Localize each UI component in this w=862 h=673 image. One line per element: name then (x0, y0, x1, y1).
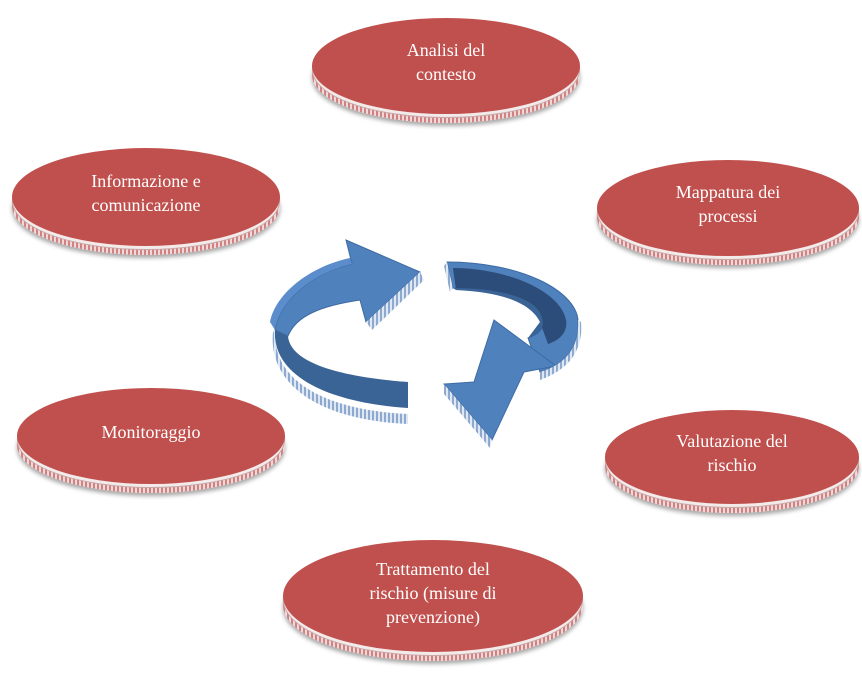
node-label: Informazione e comunicazione (12, 148, 280, 246)
left-arrow-ribbon-top (270, 258, 352, 330)
node-informazione-e-comunicazione: Informazione e comunicazione (12, 148, 280, 255)
node-valutazione-del-rischio: Valutazione del rischio (605, 410, 859, 513)
node-label: Trattamento del rischio (misure di preve… (283, 540, 583, 652)
node-label: Mappatura dei processi (597, 160, 859, 256)
node-label: Analisi del contesto (312, 18, 580, 114)
node-label: Valutazione del rischio (605, 410, 859, 504)
left-arrow-base-edge (272, 330, 408, 424)
node-trattamento-del-rischio: Trattamento del rischio (misure di preve… (283, 540, 583, 661)
right-arrow-inner-wall (453, 268, 567, 344)
node-label: Monitoraggio (17, 388, 285, 484)
node-analisi-del-contesto: Analisi del contesto (312, 18, 580, 123)
node-mappatura-dei-processi: Mappatura dei processi (597, 160, 859, 265)
node-monitoraggio: Monitoraggio (17, 388, 285, 493)
